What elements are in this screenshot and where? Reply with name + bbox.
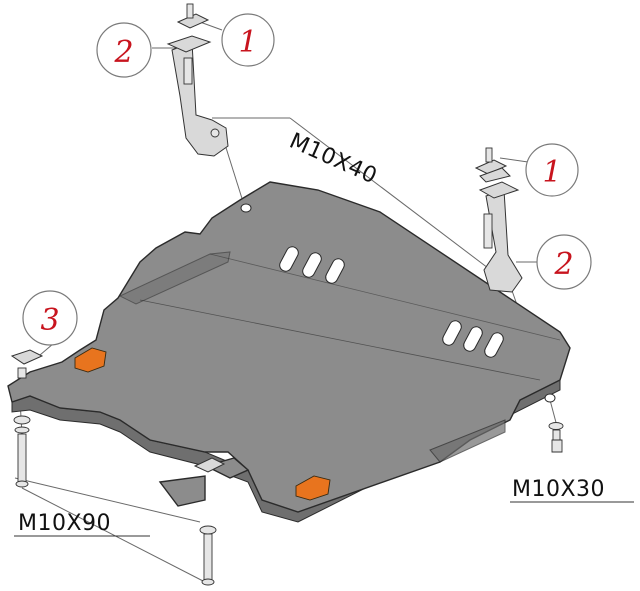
mounting-pad-bottom: [295, 475, 331, 501]
callout-1-right: 1: [525, 143, 579, 197]
mounting-pads: [74, 347, 331, 501]
callout-number: 3: [40, 303, 59, 338]
callout-number: 2: [553, 247, 573, 282]
fasteners-right: [548, 422, 564, 453]
callout-3: 3: [22, 290, 78, 346]
callout-1-top: 1: [221, 13, 275, 67]
callout-number: 1: [238, 25, 257, 60]
callout-number: 1: [542, 155, 561, 190]
bracket-right: [474, 147, 523, 293]
bolt-label-m10x30: M10X30: [512, 477, 605, 502]
callout-2-top: 2: [96, 22, 152, 78]
bracket-left: [166, 3, 229, 157]
skid-plate: [7, 181, 571, 523]
fasteners-left: [10, 349, 226, 586]
callout-number: 2: [113, 35, 133, 70]
mounting-pad-left: [74, 347, 107, 373]
callout-2-right: 2: [536, 234, 592, 290]
bolt-label-m10x90: M10X90: [18, 511, 111, 536]
bolt-label-m10x40: M10X40: [286, 129, 381, 190]
